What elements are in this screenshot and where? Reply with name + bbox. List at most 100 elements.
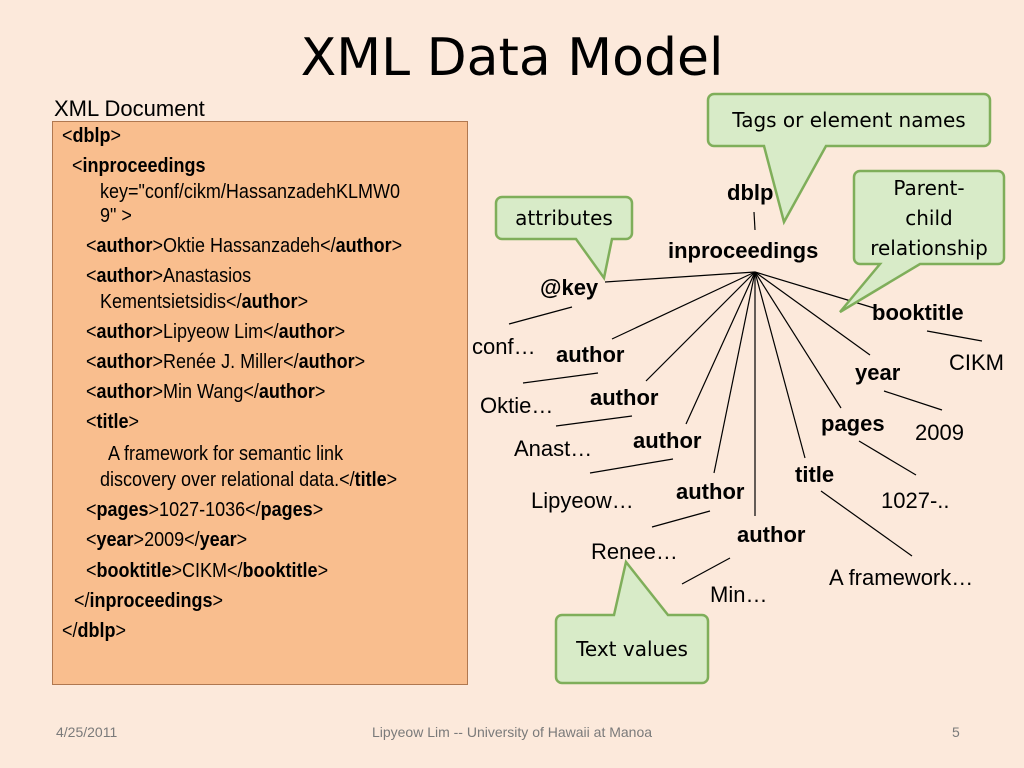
callout-parent-child-line-2: child [905,206,953,230]
xml-tag-name: author [96,235,153,257]
xml-line: <pages>1027-1036</pages> [86,499,323,522]
tree-text-value: 2009 [915,420,964,445]
callout-parent-child-text: Parent- child relationship [854,173,1004,263]
xml-line: </inproceedings> [74,590,223,613]
xml-text: < [86,235,97,257]
xml-text: > [312,499,324,521]
xml-text: > [354,351,366,373]
callout-parent-child-shape [839,169,1006,314]
tree-edge-child [754,271,842,409]
xml-line: key="conf/cikm/HassanzadehKLMW0 [100,181,400,204]
xml-line: Kementsietsidis</author> [100,291,308,314]
tree-text-value: 1027-.. [881,488,950,513]
xml-text: key="conf/cikm/HassanzadehKLMW0 [100,181,401,203]
tree-text-value: Anast… [514,436,592,461]
tree-edge-value [858,440,917,476]
xml-tag-name: author [298,351,355,373]
xml-text: < [86,529,97,551]
xml-text: < [62,125,73,147]
xml-line: <author>Renée J. Miller</author> [86,351,365,374]
xml-tag-name: author [96,381,153,403]
callout-parent-child-line-3: relationship [870,236,988,260]
xml-line: <author>Anastasios [86,265,251,288]
xml-line: <title> [86,411,139,434]
tree-child-label: author [556,342,625,367]
footer-date: 4/25/2011 [56,724,118,740]
tree-edges [508,211,983,585]
tree-edge-value [926,330,983,342]
callout-tags-shape [706,92,992,226]
xml-tag-name: pages [260,499,313,521]
callout-text-values-shape [554,559,710,685]
xml-text: > [110,125,122,147]
xml-text: > [314,381,326,403]
tree-child-label: title [795,462,834,487]
tree-edge-child [604,271,756,283]
xml-text: < [86,321,97,343]
tree-labels: dblpinproceedings@keyconf…authorOktie…au… [472,180,1004,607]
xml-text: Kementsietsidis</ [100,291,242,313]
xml-tag-name: dblp [77,620,116,642]
xml-tag-name: title [354,469,387,491]
xml-text: >2009</ [133,529,200,551]
tree-edge-child [645,271,756,382]
tree-child-label: pages [821,411,885,436]
xml-text: < [86,381,97,403]
tree-edge-value [883,390,943,411]
xml-text: < [86,265,97,287]
xml-text: >CIKM</ [171,560,243,582]
tree-root-label: dblp [727,180,773,205]
xml-text: > [236,529,248,551]
xml-text: >Oktie Hassanzadeh</ [152,235,336,257]
xml-line: </dblp> [62,620,126,643]
xml-text: > [334,321,346,343]
xml-tag-name: title [96,411,129,433]
tree-edge-value [555,415,633,427]
xml-text: >Lipyeow Lim</ [152,321,279,343]
footer-center: Lipyeow Lim -- University of Hawaii at M… [371,724,653,740]
xml-tag-name: author [241,291,298,313]
xml-line: <author>Min Wang</author> [86,381,325,404]
tree-edge-child [611,271,756,340]
callout-tags-text: Tags or element names [732,108,966,132]
slide-title: XML Data Model [300,28,724,88]
tree-node-label: inproceedings [668,238,818,263]
page-number: 5 [952,724,960,740]
xml-text: < [72,155,83,177]
tree-edge-child [754,271,806,459]
tree-edge-value [589,458,674,474]
xml-text: > [391,235,403,257]
xml-text: </ [62,620,78,642]
xml-tag-name: author [96,351,153,373]
xml-tag-name: booktitle [96,560,172,582]
tree-child-label: author [676,479,745,504]
callout-text-values-text: Text values [576,637,688,661]
tree-edge-value [820,490,913,557]
xml-text: > [317,560,329,582]
tree-text-value: Min… [710,582,767,607]
xml-tag-name: author [258,381,315,403]
tree-child-label: author [590,385,659,410]
xml-line: <author>Oktie Hassanzadeh</author> [86,235,402,258]
callout-parent-child-line-1: Parent- [893,176,965,200]
xml-tag-name: year [199,529,237,551]
tree-edge-child [685,271,756,425]
tree-edge-child [713,271,756,474]
xml-text: < [86,499,97,521]
xml-text: > [212,590,224,612]
xml-text: A framework for semantic link [108,443,344,465]
xml-text: < [86,560,97,582]
xml-tag-name: pages [96,499,149,521]
xml-text: < [86,411,97,433]
tree-text-value: CIKM [949,350,1004,375]
xml-line: <year>2009</year> [86,529,247,552]
tree-edge-value [681,557,731,585]
xml-tag-name: year [96,529,134,551]
xml-text: < [86,351,97,373]
xml-text: > [386,469,398,491]
tree-child-label: author [737,522,806,547]
xml-tag-name: author [335,235,392,257]
xml-tag-name: author [96,321,153,343]
xml-text: >Renée J. Miller</ [152,351,299,373]
